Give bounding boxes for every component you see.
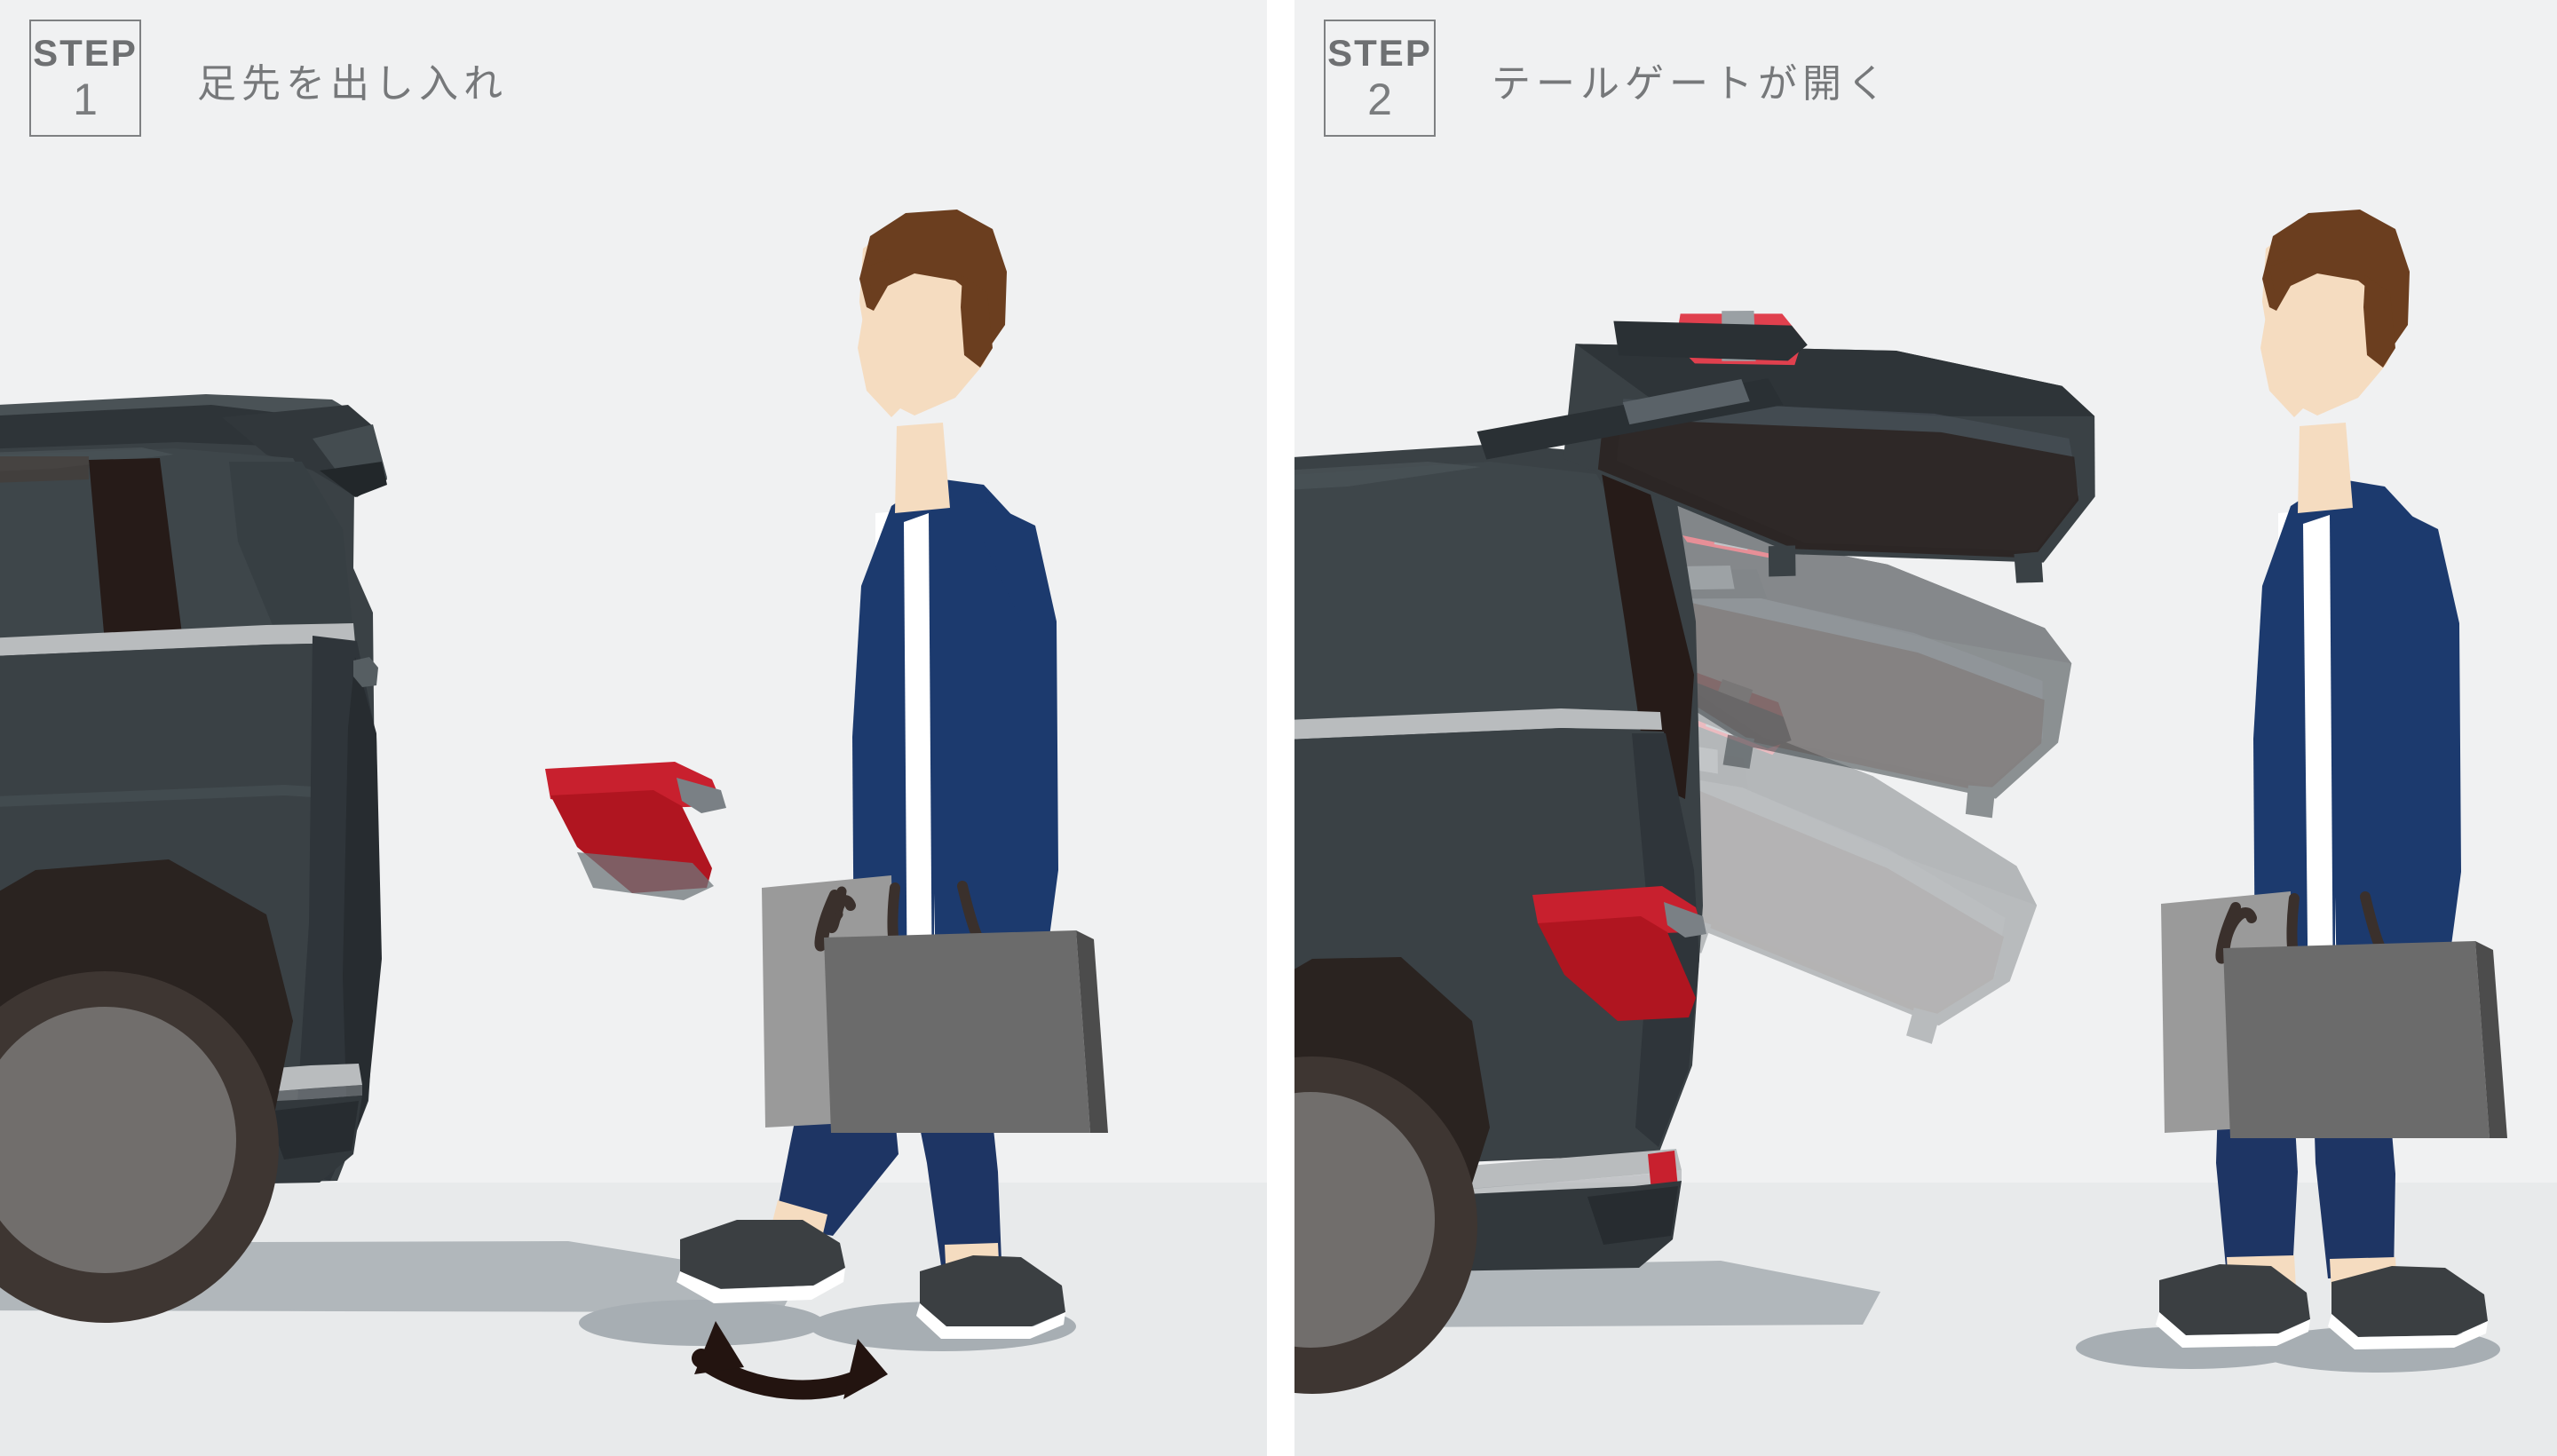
shoe-right	[2328, 1266, 2488, 1349]
foot-shadow-left	[579, 1300, 824, 1346]
step-number-label: 1	[73, 75, 98, 124]
panel-step-1: STEP 1 足先を出し入れ	[0, 0, 1267, 1456]
rear-wheel	[0, 971, 279, 1323]
step-1-title: 足先を出し入れ	[197, 62, 508, 106]
kick-motion-arrow	[692, 1321, 888, 1400]
step-word-label: STEP	[33, 32, 138, 74]
step-word-label: STEP	[1327, 32, 1432, 74]
panel-step-2: STEP 2 テールゲートが開く	[1294, 0, 2557, 1456]
panel-1-scene	[0, 210, 1108, 1400]
person-walking	[579, 210, 1108, 1351]
shoe-left	[2156, 1264, 2310, 1348]
tail-light	[1532, 886, 1706, 1021]
step-number-label: 2	[1367, 75, 1392, 124]
shopping-bag-front	[2223, 941, 2507, 1138]
step-badge-2: STEP 2	[1324, 20, 1436, 137]
step-2-title: テールゲートが開く	[1492, 62, 1891, 106]
minivan-rear	[1294, 444, 1706, 1394]
shopping-bag-front	[824, 930, 1108, 1133]
panel-2-scene	[1294, 210, 2507, 1394]
shoe-left	[677, 1220, 845, 1303]
person-standing	[2076, 210, 2507, 1373]
shoe-right	[916, 1255, 1065, 1339]
tail-light	[545, 762, 726, 900]
step-badge-1: STEP 1	[29, 20, 141, 137]
minivan-rear	[0, 394, 726, 1323]
